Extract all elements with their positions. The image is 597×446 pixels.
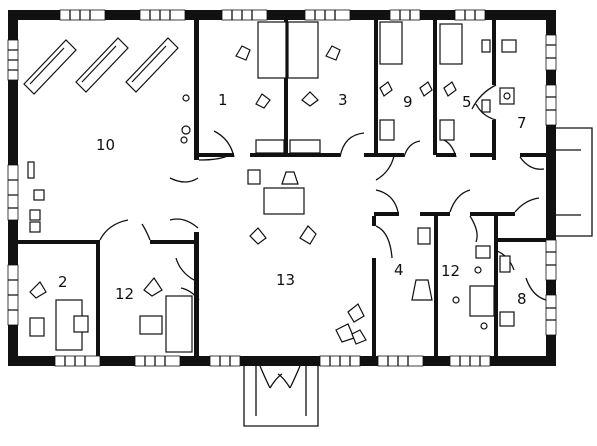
room-label-10: 10 [96, 136, 115, 154]
long-tables [23, 37, 179, 95]
windows [7, 9, 557, 367]
interior-walls [18, 20, 546, 356]
desks-room-2 [29, 281, 89, 351]
room-label-12-left: 12 [115, 285, 134, 303]
lounge-room-13 [335, 303, 367, 345]
fixtures-room-7 [499, 39, 517, 105]
room-labels: 10 1 3 9 5 7 13 2 12 4 12 8 [58, 91, 527, 308]
room-label-13: 13 [276, 271, 295, 289]
room-label-3: 3 [338, 91, 348, 109]
door-swings [99, 84, 547, 301]
desks-room-5 [439, 23, 491, 141]
room-label-1: 1 [218, 91, 228, 109]
fixtures-room-12-right [452, 245, 495, 330]
room-label-4: 4 [394, 261, 404, 279]
room-label-5: 5 [462, 93, 472, 111]
central-table-room-13 [247, 169, 317, 245]
entrance-porches [243, 127, 593, 427]
room-label-9: 9 [403, 93, 413, 111]
room-label-8: 8 [517, 290, 527, 308]
fixtures-room-8 [499, 255, 515, 327]
desks-room-9 [379, 21, 433, 141]
desks-room-12-left [139, 276, 193, 353]
desks-room-3 [287, 21, 341, 154]
fixtures-room-4 [411, 227, 433, 301]
desks-room-1 [235, 21, 287, 154]
room-label-2: 2 [58, 273, 68, 291]
room-label-7: 7 [517, 114, 527, 132]
furniture [23, 21, 517, 353]
small-items-room-10 [27, 94, 191, 233]
room-label-12-right: 12 [441, 262, 460, 280]
